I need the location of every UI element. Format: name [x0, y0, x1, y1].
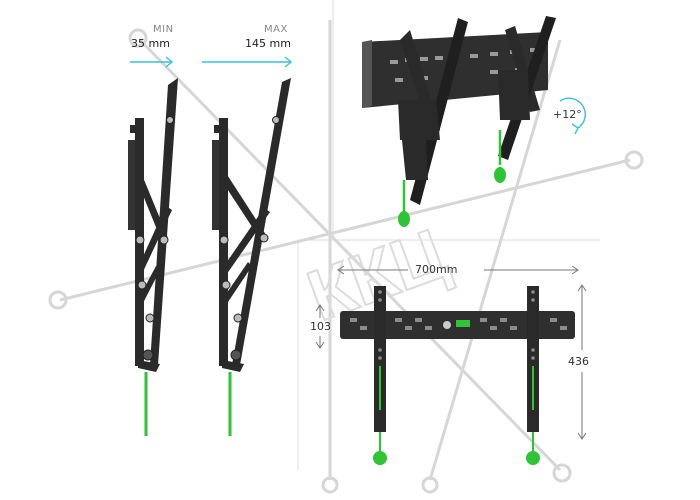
tilt-label: +12°	[553, 108, 582, 121]
dimension-lines	[315, 265, 587, 440]
max-label: MAX	[264, 24, 288, 35]
guide-lines	[297, 0, 600, 470]
min-value: 35 mm	[131, 37, 170, 50]
min-label: MIN	[153, 24, 174, 35]
max-value: 145 mm	[245, 37, 291, 50]
front-view	[340, 286, 575, 465]
perspective-view	[362, 16, 556, 227]
side-view-max	[212, 78, 291, 436]
height-dimension-left: 103	[310, 320, 331, 333]
height-dimension-right: 436	[568, 355, 589, 368]
depth-arrows	[130, 56, 293, 68]
tilt-indicator	[559, 97, 586, 135]
side-view-min	[128, 78, 178, 436]
width-dimension: 700mm	[415, 263, 458, 276]
